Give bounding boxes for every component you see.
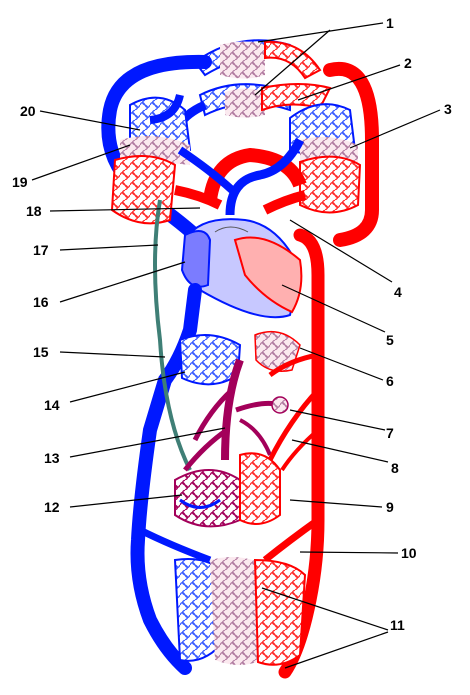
label-2: 2	[404, 55, 412, 71]
renal-branch	[280, 428, 320, 472]
lower-body-capillary-bed	[173, 556, 307, 666]
leader-5	[281, 284, 386, 333]
leader-16	[59, 261, 186, 303]
pulmonary-artery-blue-left	[177, 146, 235, 193]
leader-7	[289, 409, 386, 431]
label-19: 19	[12, 174, 28, 190]
label-12: 12	[44, 499, 60, 515]
portal-circulation	[183, 358, 289, 472]
iliac-vein	[138, 526, 212, 564]
superior-vena-cava	[101, 54, 212, 247]
leader-6	[299, 347, 384, 381]
right-atrium	[180, 230, 212, 288]
leader-11b	[284, 631, 389, 669]
mesenteric-artery	[267, 388, 320, 462]
label-5: 5	[386, 332, 394, 348]
leader-14	[69, 371, 186, 403]
leader-19	[31, 144, 131, 181]
leader-8	[291, 439, 389, 463]
leader-12	[69, 494, 183, 508]
label-15: 15	[33, 344, 49, 360]
label-14: 14	[44, 397, 60, 413]
leader-2	[297, 64, 401, 101]
label-6: 6	[386, 373, 394, 389]
label-10: 10	[401, 545, 417, 561]
leader-3	[349, 109, 441, 149]
leader-18	[49, 207, 201, 212]
left-side-heart	[233, 236, 303, 314]
leader-17	[59, 244, 159, 251]
leader-15	[59, 351, 166, 358]
label-16: 16	[33, 294, 49, 310]
leader-9	[289, 499, 383, 508]
label-9: 9	[386, 499, 394, 515]
label-11: 11	[390, 617, 405, 633]
liver-capillaries	[178, 330, 301, 386]
label-18: 18	[26, 203, 42, 219]
pulmonary-artery-blue	[225, 137, 305, 216]
pulmonary-vein-right	[262, 190, 307, 215]
aortic-arch-to-upper-body	[323, 61, 379, 247]
label-4: 4	[394, 284, 402, 300]
inferior-vena-cava	[130, 283, 202, 675]
label-1: 1	[386, 15, 394, 31]
number-labels: 1 2 3 4 5 6 7 8 9 10 11 12 13 14 15 16 1…	[12, 15, 452, 633]
label-7: 7	[386, 425, 394, 441]
leader-20	[39, 110, 141, 131]
leader-4	[289, 219, 393, 283]
upper-body-capillary-bed	[193, 39, 332, 118]
leader-lines	[31, 22, 441, 669]
leader-11a	[261, 587, 389, 631]
pulmonary-vein-left	[173, 185, 223, 210]
intestine-capillaries	[174, 452, 281, 528]
leader-10	[299, 551, 399, 554]
left-lung	[110, 93, 192, 225]
leader-1b	[254, 29, 331, 96]
label-8: 8	[391, 460, 399, 476]
leader-13	[69, 427, 226, 458]
iliac-artery	[262, 517, 321, 563]
leader-1a	[257, 22, 384, 43]
right-lung	[289, 103, 362, 214]
label-3: 3	[444, 101, 452, 117]
label-20: 20	[20, 103, 36, 119]
label-17: 17	[33, 242, 49, 258]
heart	[180, 218, 303, 319]
hepatic-artery	[268, 352, 319, 378]
label-13: 13	[44, 450, 60, 466]
